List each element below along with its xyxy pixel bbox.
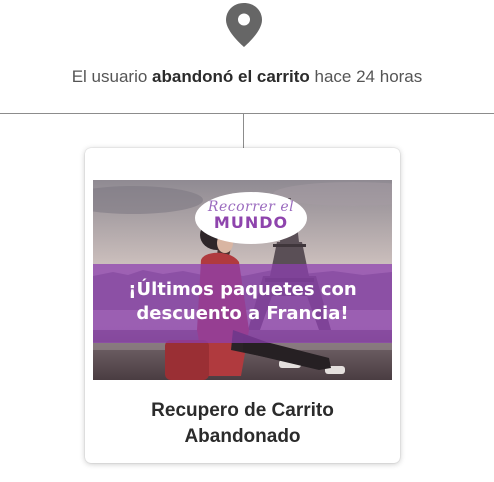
campaign-card[interactable]: Recorrer el MUNDO ¡Últimos paquetes con …	[85, 148, 400, 463]
trigger-text-before: El usuario	[71, 67, 153, 86]
brand-logo: Recorrer el MUNDO	[195, 192, 307, 244]
trigger-text-after: hace 24 horas	[309, 67, 423, 86]
flow-connector-line	[243, 113, 244, 148]
flow-divider-line	[0, 113, 494, 114]
promo-headline: ¡Últimos paquetes con descuento a Franci…	[93, 278, 392, 326]
card-title-line2: Abandonado	[184, 426, 301, 447]
headline-band	[93, 264, 392, 343]
campaign-banner-image: Recorrer el MUNDO ¡Últimos paquetes con …	[93, 180, 392, 380]
location-pin-icon	[223, 2, 265, 48]
campaign-card-title: Recupero de Carrito Abandonado	[85, 398, 400, 450]
promo-headline-line2: descuento a Francia!	[136, 303, 349, 324]
trigger-description: El usuario abandonó el carrito hace 24 h…	[0, 67, 494, 87]
logo-main-text: MUNDO	[213, 213, 289, 232]
trigger-text-bold: abandonó el carrito	[152, 67, 310, 86]
promo-headline-line1: ¡Últimos paquetes con	[128, 279, 357, 300]
card-title-line1: Recupero de Carrito	[151, 400, 334, 421]
logo-script-text: Recorrer el	[207, 199, 295, 215]
